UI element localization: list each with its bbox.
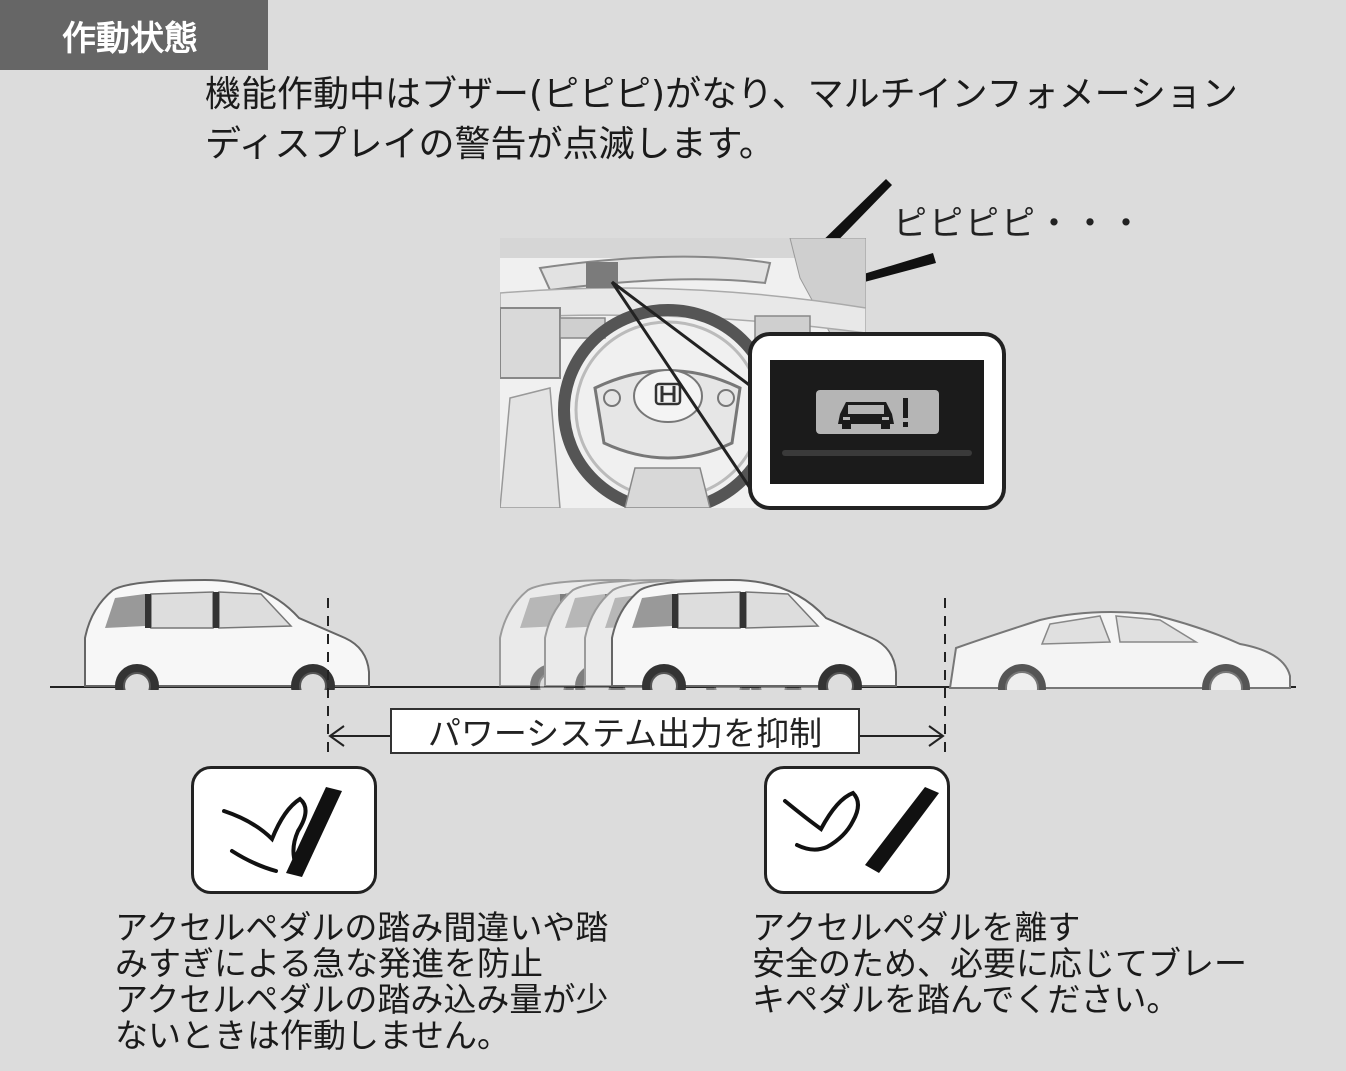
display-glare [782, 450, 972, 456]
right-note-line-2: 安全のため、必要に応じてブレー [752, 944, 1247, 983]
intro-line-1: 機能作動中はブザー(ピピピ)がなり、マルチインフォメーション [205, 74, 1238, 115]
intro-line-2: ディスプレイの警告が点滅します。 [205, 124, 775, 165]
intro-text: 機能作動中はブザー(ピピピ)がなり、マルチインフォメーション ディスプレイの警告… [205, 70, 1305, 170]
right-note-line-3: キペダルを踏んでください。 [752, 980, 1180, 1019]
pedal-pressed-box [191, 766, 377, 894]
power-limit-label: パワーシステム出力を抑制 [390, 708, 860, 754]
foot-on-pedal-icon [222, 787, 342, 877]
foot-off-pedal-icon [783, 787, 939, 873]
left-note: アクセルペダルの踏み間違いや踏 みすぎによる急な発進を防止 アクセルペダルの踏み… [115, 910, 608, 1054]
beep-text: ピピピピ・・・ [893, 204, 1145, 244]
range-markers [327, 598, 946, 758]
right-note-line-1: アクセルペダルを離す [752, 908, 1081, 947]
pedal-released-box [764, 766, 950, 894]
warning-indicator [816, 390, 939, 434]
car-exclamation-icon [838, 398, 908, 429]
left-note-line-3: アクセルペダルの踏み込み量が少 [115, 980, 609, 1019]
section-title: 作動状態 [62, 18, 198, 59]
left-note-line-2: みすぎによる急な発進を防止 [115, 944, 544, 983]
right-note: アクセルペダルを離す 安全のため、必要に応じてブレー キペダルを踏んでください。 [752, 910, 1247, 1018]
power-limit-label-text: パワーシステム出力を抑制 [427, 714, 823, 753]
left-note-line-4: ないときは作動しません。 [115, 1016, 511, 1055]
left-note-line-1: アクセルペダルの踏み間違いや踏 [115, 908, 609, 947]
obstacle-car [949, 611, 1291, 690]
dashboard-drawing [500, 238, 866, 508]
section-title-tab: 作動状態 [0, 0, 268, 70]
